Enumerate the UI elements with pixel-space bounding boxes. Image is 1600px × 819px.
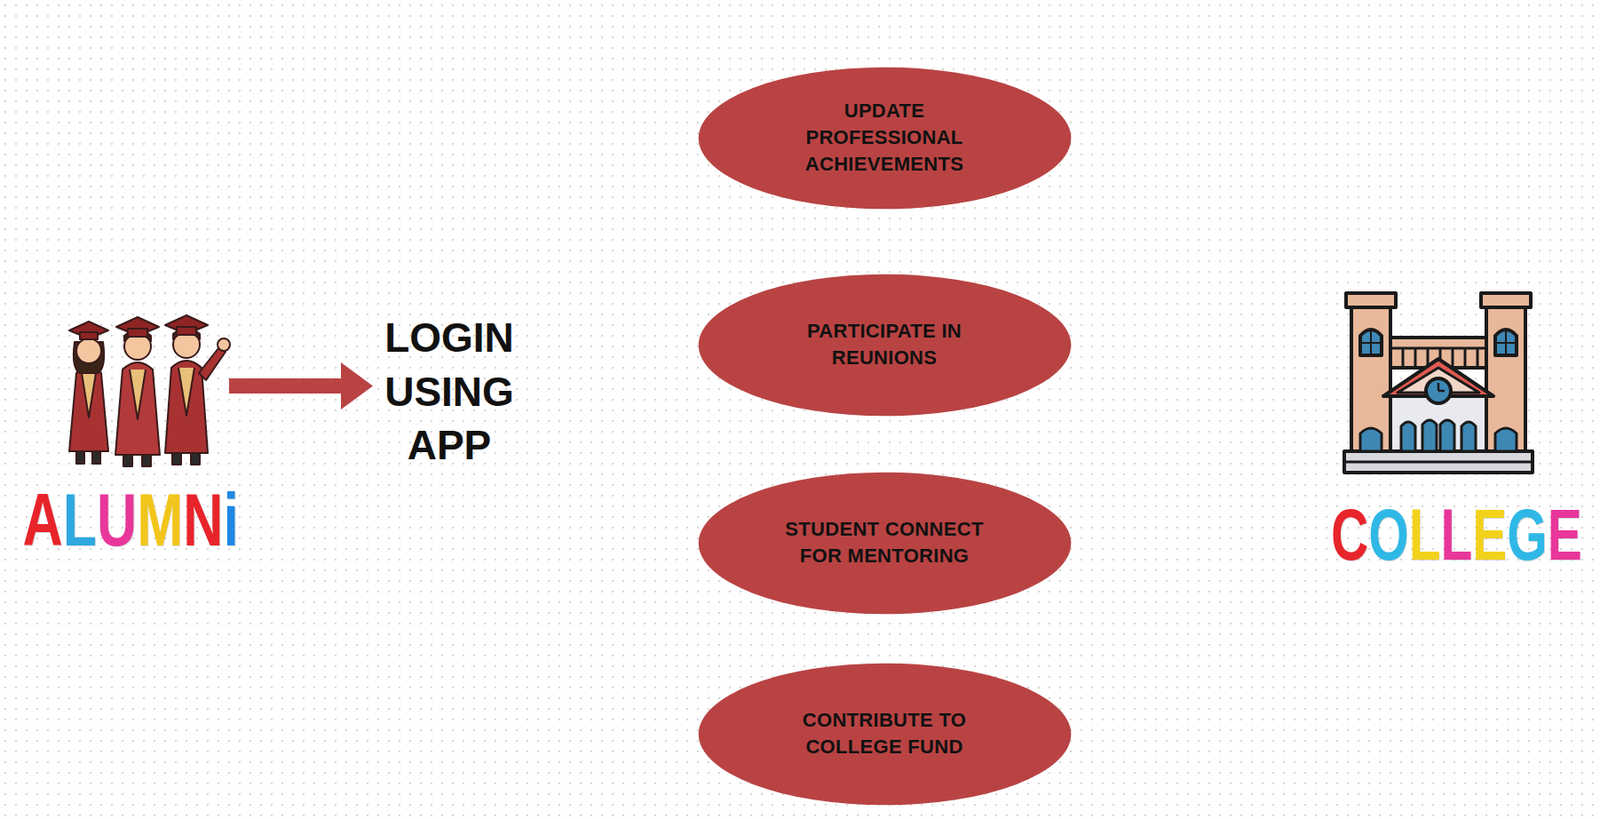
- title-letter: G: [1506, 492, 1547, 574]
- title-letter: L: [1440, 492, 1473, 574]
- node-text-holder: STUDENT CONNECT FOR MENTORING: [697, 471, 1073, 615]
- ellipse-node: PARTICIPATE IN REUNIONS: [697, 273, 1073, 417]
- ellipse-node: CONTRIBUTE TO COLLEGE FUND: [697, 662, 1073, 806]
- node-text-holder: UPDATE PROFESSIONAL ACHIEVEMENTS: [697, 66, 1073, 210]
- node-label: PARTICIPATE IN REUNIONS: [768, 317, 1001, 371]
- title-letter: O: [1368, 492, 1409, 574]
- graduates-illustration: [69, 315, 230, 467]
- colorful-title: ALUMNi: [23, 482, 239, 556]
- flow-arrow: [229, 362, 373, 410]
- college-building: [1344, 293, 1533, 473]
- title-letter: C: [1330, 492, 1369, 574]
- node-label: UPDATE PROFESSIONAL ACHIEVEMENTS: [768, 97, 1001, 177]
- title-letter: E: [1472, 492, 1507, 574]
- title-letter: i: [223, 477, 239, 561]
- node-text-holder: CONTRIBUTE TO COLLEGE FUND: [697, 662, 1073, 806]
- ellipse-shape: [697, 662, 1073, 806]
- title-letter: M: [137, 477, 184, 561]
- ellipse-shape: [697, 471, 1073, 615]
- colorful-title: COLLEGE: [1330, 497, 1583, 571]
- node-text-holder: PARTICIPATE IN REUNIONS: [697, 273, 1073, 417]
- title-letter: N: [183, 477, 224, 561]
- ellipse-node: STUDENT CONNECT FOR MENTORING: [697, 471, 1073, 615]
- node-label: CONTRIBUTE TO COLLEGE FUND: [768, 706, 1001, 760]
- step-label: LOGIN USING APP: [364, 310, 534, 473]
- ellipse-shape: [697, 273, 1073, 417]
- title-letter: U: [96, 477, 137, 561]
- title-letter: L: [1408, 492, 1441, 574]
- title-letter: A: [23, 477, 64, 561]
- node-label: STUDENT CONNECT FOR MENTORING: [768, 515, 1001, 569]
- ellipse-node: UPDATE PROFESSIONAL ACHIEVEMENTS: [697, 66, 1073, 210]
- title-letter: E: [1546, 492, 1582, 574]
- title-letter: L: [63, 477, 97, 561]
